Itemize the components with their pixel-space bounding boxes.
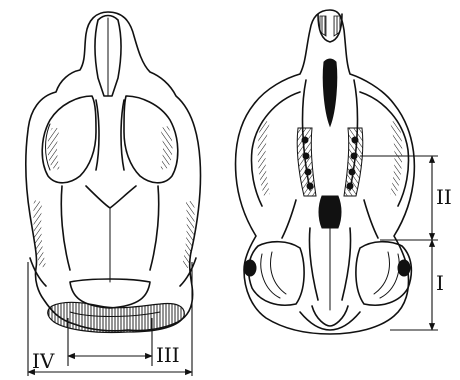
- dorsal-skull-view: [26, 12, 201, 333]
- ventral-left-tooth-row: [297, 128, 316, 196]
- measurement-label-II: II: [436, 185, 452, 209]
- ventral-right-bulla: [356, 242, 411, 305]
- measurement-I: I: [390, 240, 444, 330]
- measurement-label-I: I: [436, 271, 444, 295]
- ventral-right-tooth-row: [344, 128, 363, 196]
- measurement-label-III: III: [156, 343, 180, 367]
- ventral-skull-view: [236, 10, 415, 334]
- measurement-label-IV: IV: [32, 349, 55, 373]
- ventral-left-bulla: [244, 242, 304, 305]
